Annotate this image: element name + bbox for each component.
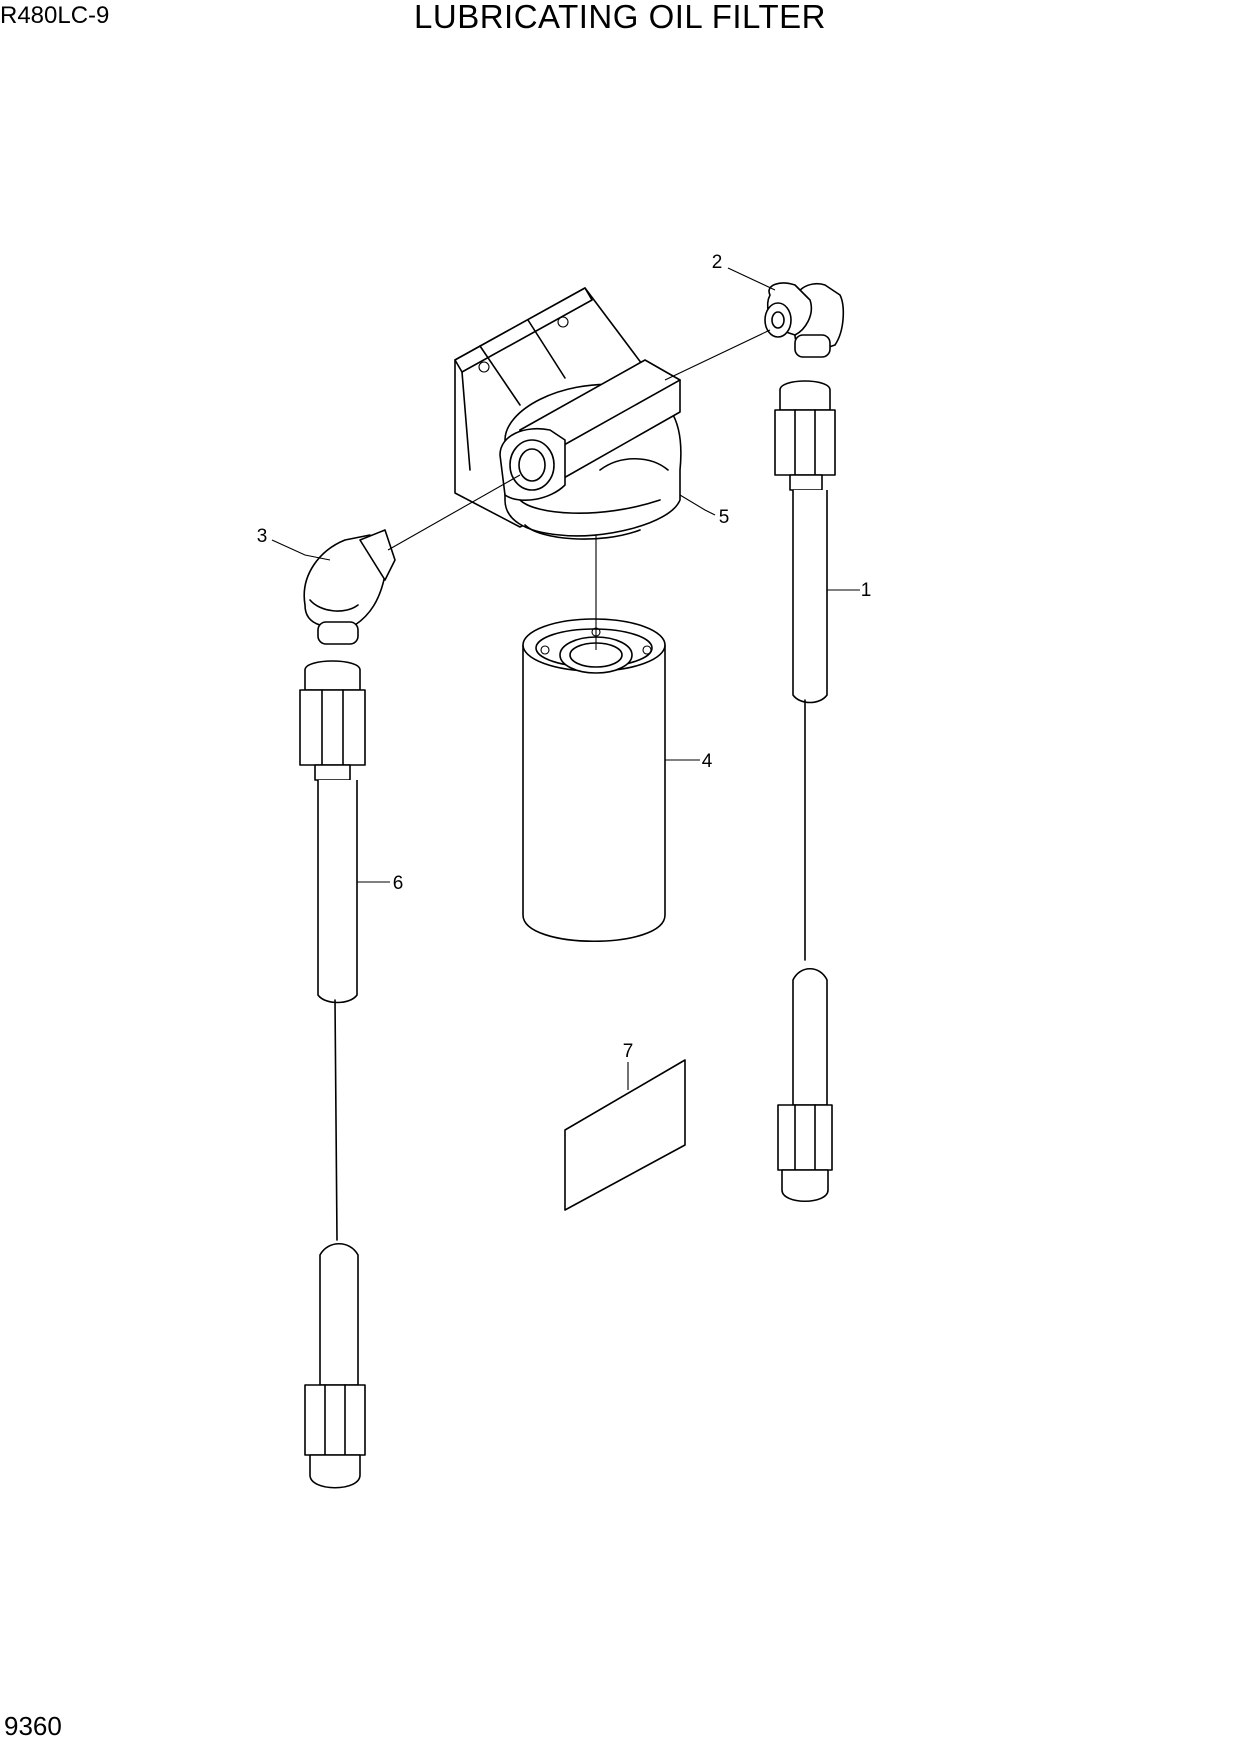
hose-right-icon <box>774 380 836 1202</box>
elbow-fitting-top-icon <box>764 282 845 358</box>
elbow-fitting-left-icon <box>303 529 396 645</box>
callout-4: 4 <box>702 751 713 772</box>
callout-7: 7 <box>623 1041 634 1062</box>
label-plate-icon <box>564 1059 686 1211</box>
callout-1: 1 <box>861 580 872 601</box>
callout-6: 6 <box>393 873 404 894</box>
leader-line-3 <box>271 539 331 561</box>
callout-2: 2 <box>712 252 723 273</box>
leader-line-5 <box>679 494 716 516</box>
hose-left-icon <box>299 660 366 1489</box>
leader-line-2 <box>727 267 776 291</box>
callout-5: 5 <box>719 507 730 528</box>
filter-head-icon <box>454 287 682 540</box>
page-title: LUBRICATING OIL FILTER <box>414 0 826 35</box>
filter-element-icon <box>522 618 666 942</box>
centerline-elbow-to-port <box>387 474 521 551</box>
page-number: 9360 <box>4 1711 62 1741</box>
model-number: R480LC-9 <box>0 2 110 29</box>
centerline-port-to-elbow <box>664 329 771 381</box>
callout-3: 3 <box>257 526 268 547</box>
